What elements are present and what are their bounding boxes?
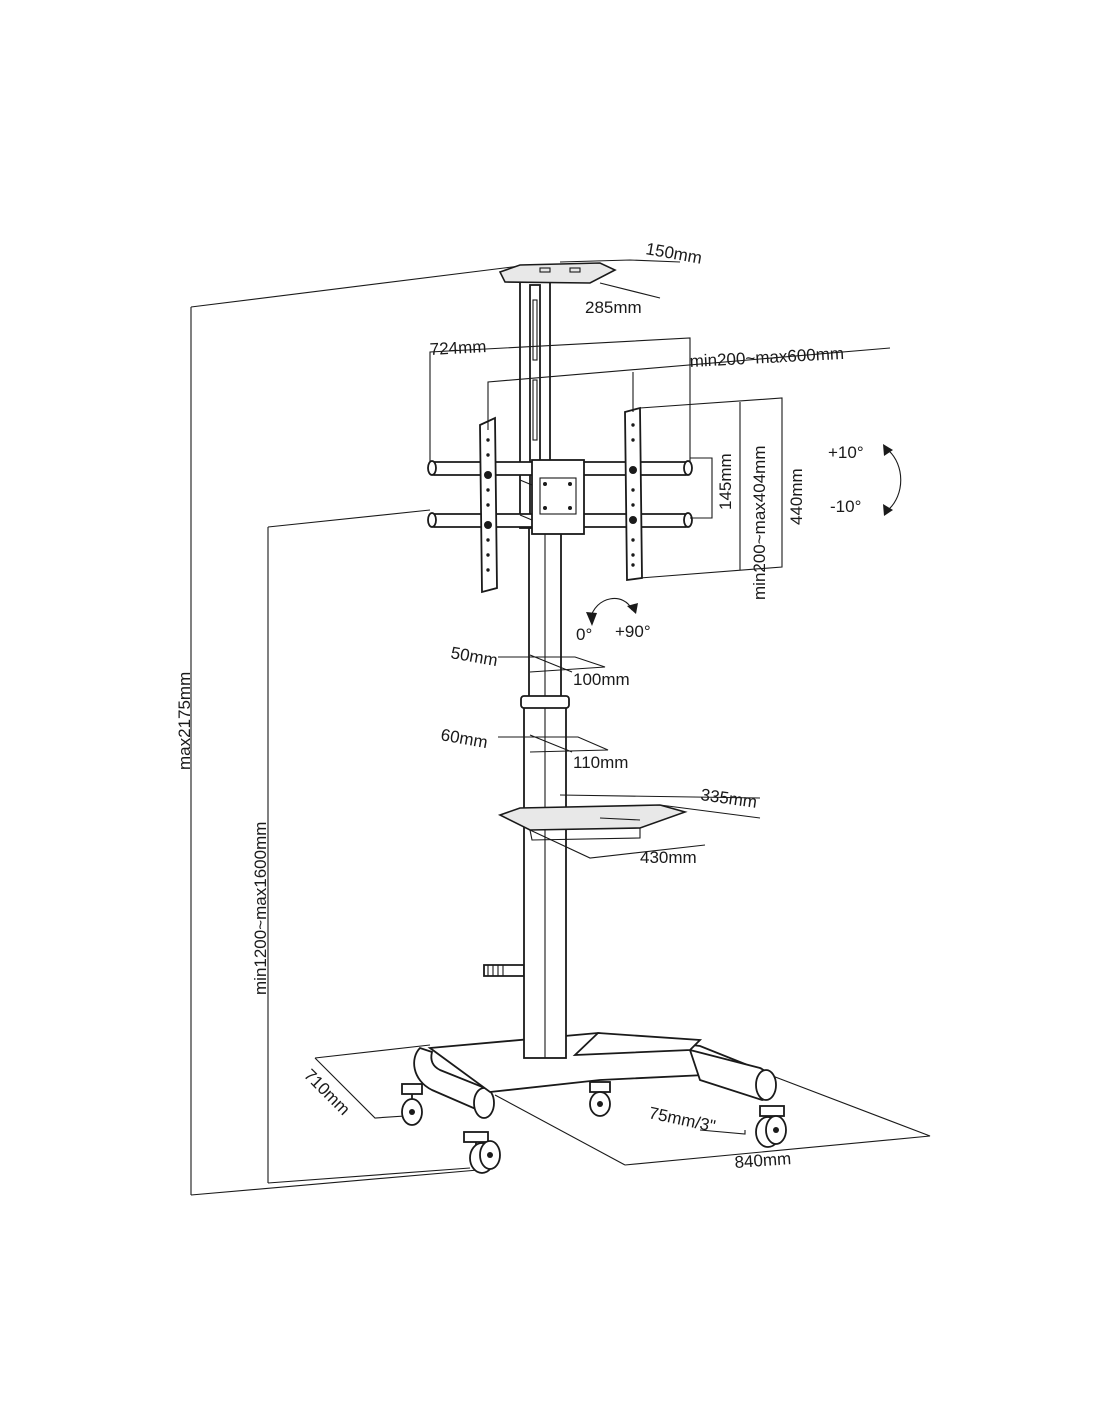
total-height-label: max2175mm <box>175 672 194 770</box>
rotate-start-label: 0° <box>576 625 592 644</box>
total-height-dimension: max2175mm <box>175 265 521 1196</box>
shelf-depth-label: 335mm <box>699 785 758 812</box>
bracket-height-label: 440mm <box>787 468 806 525</box>
tilt-down-label: -10° <box>830 497 861 516</box>
arm-spacing-label: 145mm <box>716 453 735 510</box>
collar2-width-label: 110mm <box>573 753 628 772</box>
caster-label: 75mm/3" <box>647 1103 717 1136</box>
bracket-width-label: 724mm <box>429 337 487 359</box>
main-column <box>520 519 570 1059</box>
bracket-width-dimension: 724mm <box>429 337 691 462</box>
caster-front-left <box>401 1083 423 1126</box>
base-depth-label: 710mm <box>300 1065 354 1119</box>
top-tray <box>498 262 617 284</box>
screen-height-label: min1200~max1600mm <box>251 822 270 995</box>
rotation-indicator: 0° +90° <box>576 597 651 644</box>
vesa-bracket <box>427 406 693 594</box>
collar2-depth-label: 60mm <box>439 725 489 752</box>
tilt-up-label: +10° <box>828 443 864 462</box>
vesa-horizontal-label: min200~max600mm <box>689 344 844 371</box>
bracket-height-dimension: min200~max404mm 440mm <box>639 397 806 601</box>
vesa-vertical-label: min200~max404mm <box>750 446 769 601</box>
base-width-label: 840mm <box>734 1149 792 1172</box>
tilt-indicator: +10° -10° <box>828 443 902 516</box>
arm-spacing-dimension: 145mm <box>690 453 735 519</box>
caster-front-right <box>463 1131 501 1174</box>
tray-width-label: 285mm <box>585 298 642 317</box>
tray-depth-label: 150mm <box>644 239 703 268</box>
collar1-depth-label: 50mm <box>449 643 499 670</box>
collar1-width-label: 100mm <box>573 670 630 689</box>
rotate-end-label: +90° <box>615 622 651 641</box>
caster-rear <box>589 1081 611 1117</box>
caster-dimension: 75mm/3" <box>647 1103 746 1136</box>
base-frame <box>413 1032 777 1119</box>
shelf-width-label: 430mm <box>640 848 697 867</box>
caster-right <box>755 1105 787 1148</box>
screen-height-dimension: min1200~max1600mm <box>251 509 471 1184</box>
